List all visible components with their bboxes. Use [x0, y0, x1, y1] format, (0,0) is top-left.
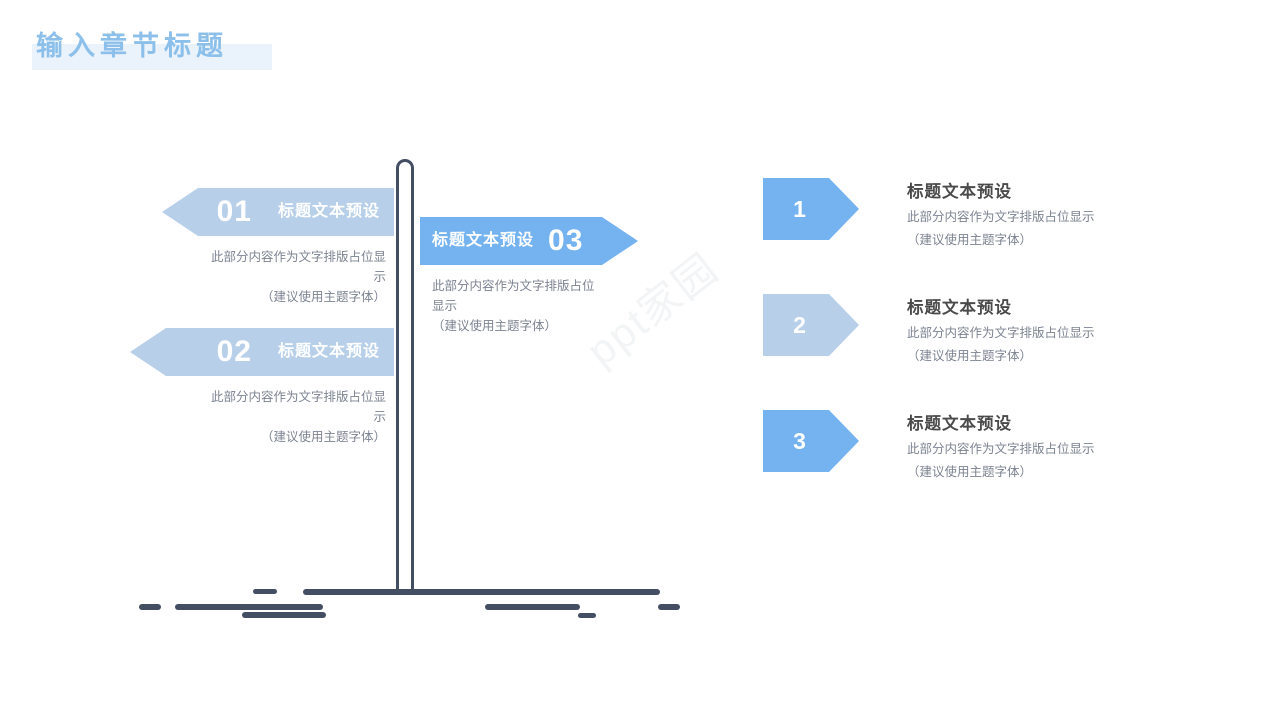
- title-highlight-bar: [32, 44, 272, 70]
- page-title: 输入章节标题: [32, 26, 292, 70]
- chevron-badge-1-number: 1: [793, 195, 807, 222]
- list-item-2-body-line1: 此部分内容作为文字排版占位显示: [907, 326, 1095, 340]
- banner-02-body-line2: 示: [373, 410, 386, 424]
- banner-block-03[interactable]: 标题文本预设 03 此部分内容作为文字排版占位 显示 （建议使用主题字体）: [420, 217, 638, 336]
- ground-line: [303, 589, 660, 595]
- banner-03-body-line3: （建议使用主题字体）: [432, 319, 558, 333]
- ground-line: [253, 589, 277, 594]
- banner-01-body: 此部分内容作为文字排版占位显 示 （建议使用主题字体）: [162, 247, 394, 307]
- list-item[interactable]: 1 标题文本预设 此部分内容作为文字排版占位显示 （建议使用主题字体）: [763, 178, 1095, 250]
- banner-03-body-line2: 显示: [432, 299, 458, 313]
- list-item-3-text: 标题文本预设 此部分内容作为文字排版占位显示 （建议使用主题字体）: [907, 410, 1095, 482]
- ground-line: [139, 604, 161, 610]
- list-item-1-title: 标题文本预设: [907, 183, 1012, 201]
- banner-02-body-line1: 此部分内容作为文字排版占位显: [210, 390, 386, 404]
- banner-02[interactable]: 02 标题文本预设: [130, 328, 394, 376]
- signpost-pole: [396, 159, 414, 595]
- banner-01-body-line3: （建议使用主题字体）: [260, 290, 386, 304]
- list-item-2-body-line2: （建议使用主题字体）: [907, 349, 1033, 363]
- banner-03-label: 标题文本预设: [432, 232, 535, 249]
- list-item-3-body-line1: 此部分内容作为文字排版占位显示: [907, 442, 1095, 456]
- ground-line: [485, 604, 580, 610]
- list-item[interactable]: 3 标题文本预设 此部分内容作为文字排版占位显示 （建议使用主题字体）: [763, 410, 1095, 482]
- list-item-1-text: 标题文本预设 此部分内容作为文字排版占位显示 （建议使用主题字体）: [907, 178, 1095, 250]
- chevron-badge-2-number: 2: [793, 311, 807, 338]
- list-item-1-body-line2: （建议使用主题字体）: [907, 233, 1033, 247]
- banner-02-body-line3: （建议使用主题字体）: [260, 430, 386, 444]
- banner-02-body: 此部分内容作为文字排版占位显 示 （建议使用主题字体）: [130, 387, 394, 447]
- banner-03-number: 03: [548, 224, 584, 257]
- ground-line: [175, 604, 323, 610]
- list-item-3-body-line2: （建议使用主题字体）: [907, 465, 1033, 479]
- ground-line: [578, 613, 596, 618]
- list-item-1-body-line1: 此部分内容作为文字排版占位显示: [907, 210, 1095, 224]
- list-item-2-title: 标题文本预设: [907, 299, 1012, 317]
- list-item[interactable]: 2 标题文本预设 此部分内容作为文字排版占位显示 （建议使用主题字体）: [763, 294, 1095, 366]
- chevron-badge-3[interactable]: 3: [763, 410, 859, 472]
- banner-01-body-line2: 示: [373, 270, 386, 284]
- chevron-badge-3-number: 3: [793, 427, 807, 454]
- list-item-3-title: 标题文本预设: [907, 415, 1012, 433]
- banner-03-body: 此部分内容作为文字排版占位 显示 （建议使用主题字体）: [420, 276, 628, 336]
- banner-03[interactable]: 标题文本预设 03: [420, 217, 638, 265]
- banner-block-01[interactable]: 01 标题文本预设 此部分内容作为文字排版占位显 示 （建议使用主题字体）: [162, 188, 394, 307]
- banner-02-label: 标题文本预设: [277, 343, 380, 360]
- banner-01-body-line1: 此部分内容作为文字排版占位显: [210, 250, 386, 264]
- list-item-2-text: 标题文本预设 此部分内容作为文字排版占位显示 （建议使用主题字体）: [907, 294, 1095, 366]
- ground-line: [242, 612, 326, 618]
- page-title-text: 输入章节标题: [36, 31, 228, 61]
- chevron-badge-2[interactable]: 2: [763, 294, 859, 356]
- banner-02-number: 02: [216, 335, 252, 368]
- banner-01-number: 01: [216, 195, 252, 228]
- ground-line: [658, 604, 680, 610]
- chevron-badge-1[interactable]: 1: [763, 178, 859, 240]
- banner-block-02[interactable]: 02 标题文本预设 此部分内容作为文字排版占位显 示 （建议使用主题字体）: [130, 328, 394, 447]
- banner-01-label: 标题文本预设: [277, 203, 380, 220]
- banner-03-body-line1: 此部分内容作为文字排版占位: [432, 279, 595, 293]
- banner-01[interactable]: 01 标题文本预设: [162, 188, 394, 236]
